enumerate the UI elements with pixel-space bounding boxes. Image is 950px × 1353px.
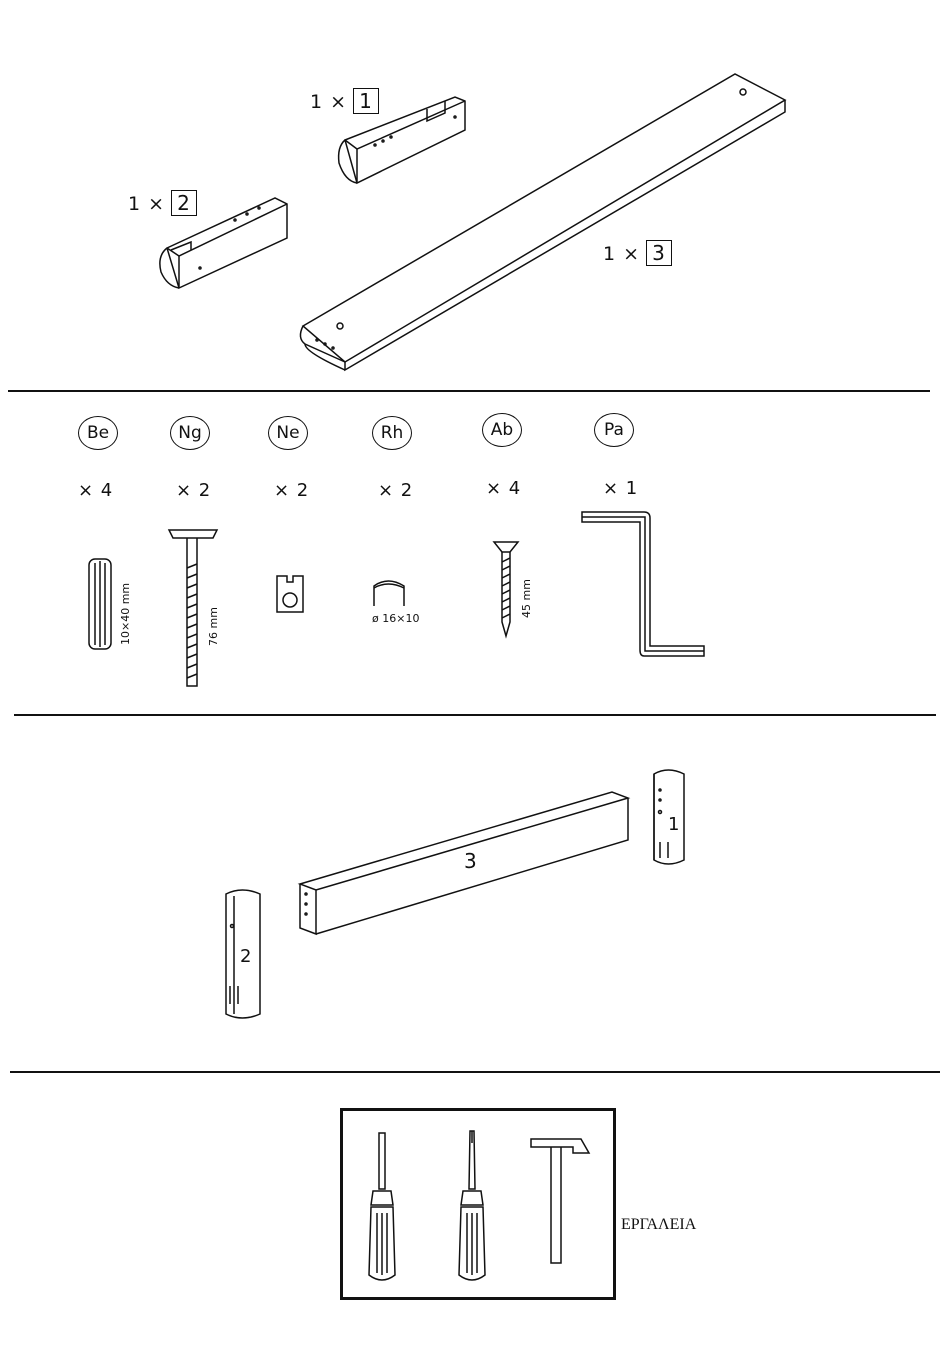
section-divider-3 (10, 1071, 940, 1073)
assembly-label-3: 3 (464, 849, 477, 873)
bolt-icon: 76 mm (165, 528, 235, 690)
part-3-drawing (295, 70, 795, 370)
assembly-label-2: 2 (240, 946, 251, 967)
assembly-label-1: 1 (668, 814, 679, 835)
hardware-count-ng: × 2 (176, 480, 211, 501)
tools-label: ΕΡΓΑΛΕΙΑ (621, 1216, 696, 1234)
assembly-post-2: 2 (220, 886, 272, 1026)
phillips-screwdriver-icon (455, 1129, 495, 1289)
screw-icon: 45 mm (492, 540, 542, 640)
hammer-icon (529, 1133, 599, 1273)
cap-size-label: ø 16×10 (372, 612, 419, 625)
hardware-count-rh: × 2 (378, 480, 413, 501)
cap-icon: ø 16×10 (368, 576, 428, 628)
hardware-count-be: × 4 (78, 480, 113, 501)
allen-key-icon (578, 508, 708, 664)
dowel-size-label: 10×40 mm (119, 583, 132, 645)
bolt-size-label: 76 mm (207, 607, 220, 646)
hardware-count-ab: × 4 (486, 478, 521, 499)
hardware-code-rh: Rh (372, 416, 412, 450)
tools-panel (340, 1108, 616, 1300)
screw-size-label: 45 mm (520, 579, 533, 618)
hardware-code-pa: Pa (594, 413, 634, 447)
hardware-count-pa: × 1 (603, 478, 638, 499)
flat-screwdriver-icon (365, 1129, 405, 1289)
hardware-count-ne: × 2 (274, 480, 309, 501)
hardware-code-be: Be (78, 416, 118, 450)
assembly-rail-3: 3 (296, 788, 636, 938)
section-divider-1 (8, 390, 930, 392)
hardware-code-ne: Ne (268, 416, 308, 450)
section-divider-2 (14, 714, 936, 716)
hardware-code-ng: Ng (170, 416, 210, 450)
part-2-drawing (155, 190, 295, 300)
hardware-code-ab: Ab (482, 413, 522, 447)
dowel-icon: 10×40 mm (85, 555, 145, 655)
nut-plate-icon (275, 574, 315, 616)
assembly-post-1: 1 (648, 766, 698, 870)
